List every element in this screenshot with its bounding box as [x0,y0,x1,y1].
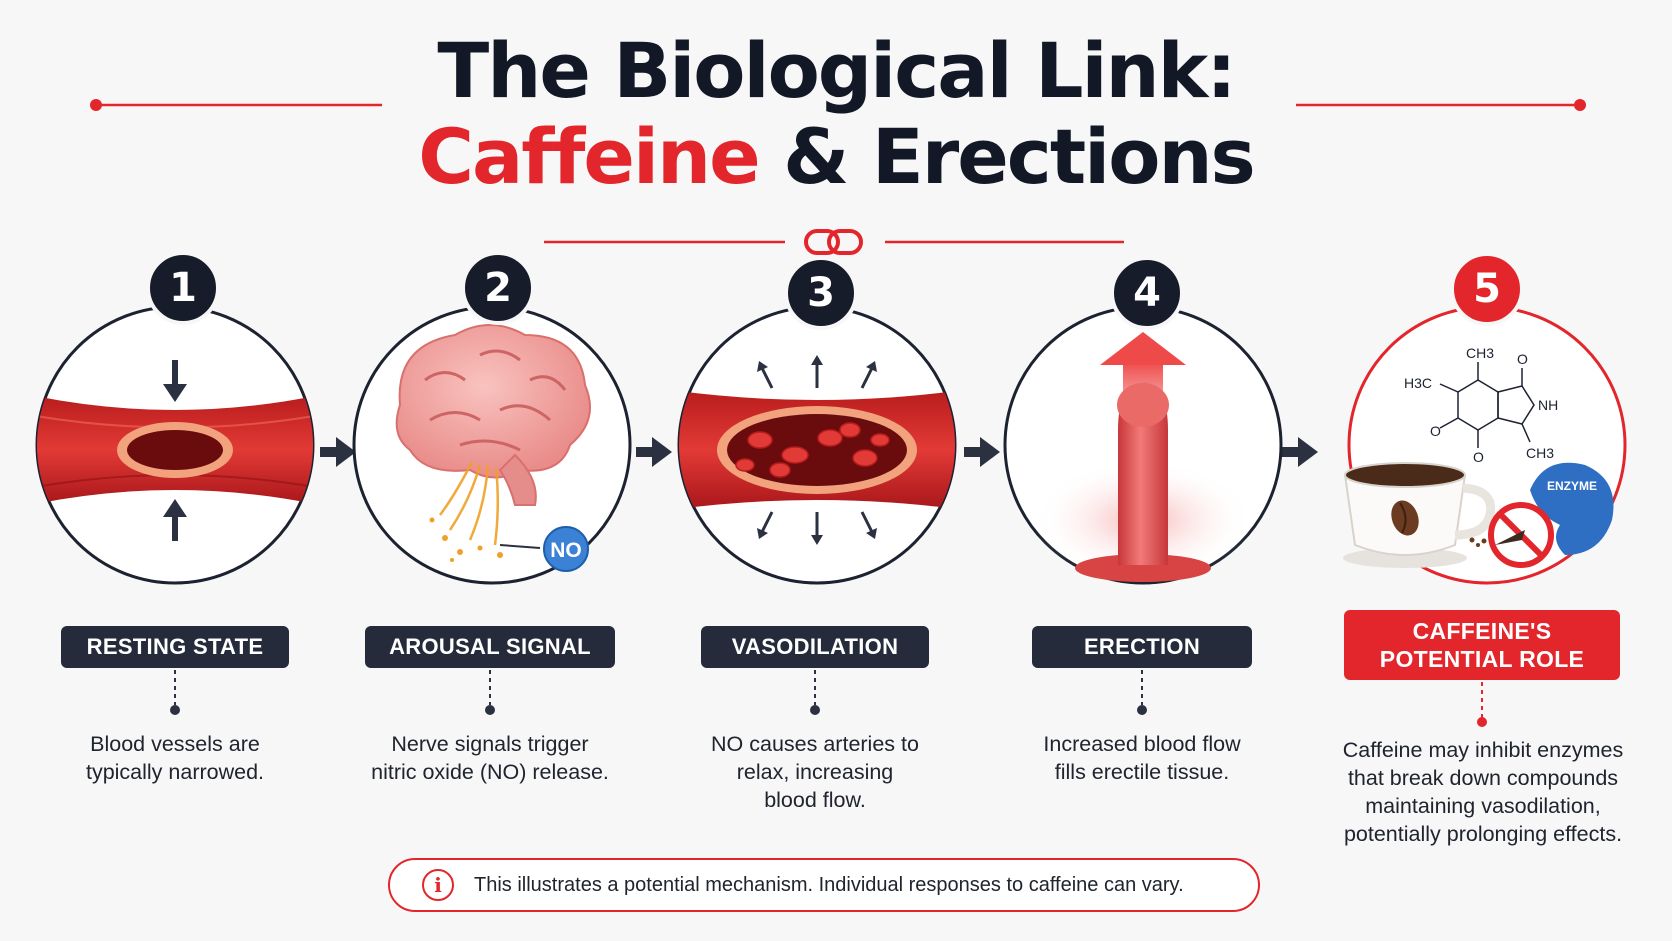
disclaimer-text: This illustrates a potential mechanism. … [474,874,1184,896]
step-2-label: AROUSAL SIGNAL [365,626,615,668]
step-5-desc-line: potentially prolonging effects. [1343,822,1623,846]
coffee-cup-icon [1343,462,1496,568]
step-3-description: NO causes arteries to relax, increasing … [670,730,960,814]
step-5-label: CAFFEINE'S POTENTIAL ROLE [1344,610,1620,680]
title-rest: & Erections [758,112,1256,201]
no-molecule-label: NO [550,539,582,562]
step-1-description: Blood vessels are typically narrowed. [35,730,315,786]
expand-arrows-icon [757,355,877,545]
enzyme-label: ENZYME [1547,479,1597,493]
step-4-illustration [1003,305,1283,585]
step-2-desc-line: nitric oxide (NO) release. [371,760,609,784]
step-5-illustration: CH3 H3C O O O NH CH3 ENZYME [1343,305,1627,585]
molecule-o-left: O [1430,423,1441,439]
molecule-ch3-top: CH3 [1466,345,1494,361]
step-1-badge: 1 [146,251,220,325]
step-5-badge: 5 [1450,252,1524,326]
step-2-description: Nerve signals trigger nitric oxide (NO) … [345,730,635,786]
step-1-illustration [35,305,315,585]
step-3-desc-line: blood flow. [764,788,866,812]
molecule-o-right: O [1517,351,1528,367]
step-4-desc-line: Increased blood flow [1043,732,1241,756]
coffee-bean-icon [1391,500,1419,536]
step-3-badge: 3 [784,256,858,330]
arrow-right-icon [964,437,1000,467]
step-4-description: Increased blood flow fills erectile tiss… [1000,730,1284,786]
arrow-right-icon [1282,437,1318,467]
step-5-desc-line: that break down compounds [1347,766,1619,790]
disclaimer-note: i This illustrates a potential mechanism… [388,858,1260,912]
arrow-right-icon [320,437,356,467]
brain-icon [395,324,591,506]
step-3-illustration [677,305,957,585]
step-5-description: Caffeine may inhibit enzymes that break … [1318,736,1648,848]
molecule-nh: NH [1538,397,1558,413]
no-symbol-icon [1488,502,1554,568]
molecule-h3c: H3C [1404,375,1432,391]
step-1-desc-line: typically narrowed. [85,760,265,784]
step-2-badge: 2 [461,251,535,325]
page-title-line-2: Caffeine & Erections [0,112,1672,201]
caffeine-molecule: CH3 H3C O O O NH CH3 [1404,345,1558,465]
step-2-desc-line: Nerve signals trigger [391,732,589,756]
step-4-badge: 4 [1110,256,1184,330]
step-3-desc-line: relax, increasing [736,760,894,784]
compress-arrow-icon [163,360,187,541]
step-1-desc-line: Blood vessels are [90,732,260,756]
step-1-label: RESTING STATE [61,626,289,668]
chain-link-icon [804,229,863,255]
step-3-desc-line: NO causes arteries to [711,732,919,756]
step-4-label: ERECTION [1032,626,1252,668]
enzyme-icon: ENZYME [1530,462,1614,555]
molecule-ch3-bottom: CH3 [1526,445,1554,461]
page-title-line-1: The Biological Link: [437,26,1236,115]
step-4-desc-line: fills erectile tissue. [1054,760,1230,784]
step-5-desc-line: Caffeine may inhibit enzymes [1342,738,1624,762]
step-5-desc-line: maintaining vasodilation, [1365,794,1601,818]
title-accent-word: Caffeine [418,112,760,201]
step-5-label-line-2: POTENTIAL ROLE [1379,646,1585,672]
step-2-illustration: NO [352,305,632,585]
molecule-o-bottom: O [1473,449,1484,465]
step-5-label-line-1: CAFFEINE'S [1412,618,1552,644]
arrow-right-icon [636,437,672,467]
step-3-label: VASODILATION [701,626,929,668]
info-icon: i [422,869,454,901]
